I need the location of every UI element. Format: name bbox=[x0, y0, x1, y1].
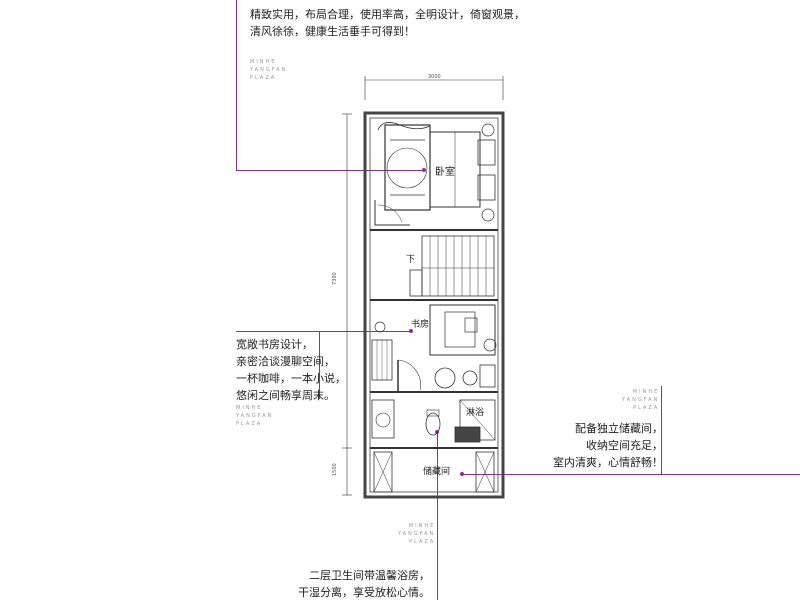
room-bedroom: 卧室 bbox=[435, 165, 455, 178]
callout-storage: 配备独立储藏间， 收纳空间充足， 室内清爽，心情舒畅！ bbox=[553, 420, 663, 471]
brand-line3: PLAZA bbox=[250, 75, 277, 81]
callout-storage-line3: 室内清爽，心情舒畅！ bbox=[553, 456, 663, 469]
callout-bath: 二层卫生间带温馨浴房， 干湿分离，享受放松心情。 bbox=[298, 567, 430, 601]
callout-study-line3: 一杯咖啡，一本小说， bbox=[236, 372, 346, 385]
brand-line2: YANGFAN bbox=[236, 413, 274, 419]
callout-top-line2: 清风徐徐，健康生活垂手可得到！ bbox=[250, 25, 415, 38]
callout-study: 宽敞书房设计， 亲密洽谈漫聊空间， 一杯咖啡，一本小说， 悠闲之间畅享周末。 bbox=[236, 336, 346, 404]
brand-line3: PLAZA bbox=[409, 539, 436, 545]
brand-line2: YANGFAN bbox=[622, 397, 660, 403]
callout-line-storage-v bbox=[661, 386, 662, 475]
callout-dot-bath bbox=[435, 430, 439, 434]
callout-top: 精致实用，布局合理，使用率高，全明设计，倚窗观景， 清风徐徐，健康生活垂手可得到… bbox=[250, 6, 525, 40]
brand-mark-bath: MINHE YANGFAN PLAZA bbox=[398, 522, 435, 546]
callout-bath-line1: 二层卫生间带温馨浴房， bbox=[309, 569, 430, 582]
brand-line3: PLAZA bbox=[236, 421, 263, 427]
callout-dot-storage bbox=[460, 472, 464, 476]
brand-line1: MINHE bbox=[236, 405, 263, 411]
dim-bottom: 1500 bbox=[332, 463, 338, 476]
room-shower: 淋浴 bbox=[466, 406, 484, 418]
dim-width: 3000 bbox=[428, 74, 441, 80]
room-study: 书房 bbox=[411, 318, 429, 330]
dim-height: 7300 bbox=[332, 272, 338, 285]
callout-dot-study bbox=[409, 329, 413, 333]
callout-study-line2: 亲密洽谈漫聊空间， bbox=[236, 355, 335, 368]
callout-study-line4: 悠闲之间畅享周末。 bbox=[236, 389, 335, 402]
callout-storage-line2: 收纳空间充足， bbox=[586, 439, 663, 452]
brand-line1: MINHE bbox=[632, 389, 660, 395]
callout-dot-top bbox=[422, 168, 426, 172]
room-storage: 储藏间 bbox=[423, 465, 450, 477]
brand-mark-storage: MINHE YANGFAN PLAZA bbox=[622, 388, 659, 412]
callout-line-bath-v bbox=[437, 432, 438, 600]
callout-line-storage-h bbox=[462, 474, 800, 475]
callout-line-study-h bbox=[236, 331, 411, 332]
brand-mark-top: MINHE YANGFAN PLAZA bbox=[250, 58, 287, 82]
brand-line2: YANGFAN bbox=[250, 67, 288, 73]
brand-line2: YANGFAN bbox=[398, 531, 436, 537]
room-down: 下 bbox=[406, 255, 415, 265]
brand-line1: MINHE bbox=[250, 59, 277, 65]
brand-line1: MINHE bbox=[408, 523, 436, 529]
callout-study-line1: 宽敞书房设计， bbox=[236, 338, 313, 351]
callout-bath-line2: 干湿分离，享受放松心情。 bbox=[298, 586, 430, 599]
callout-line-top bbox=[236, 0, 237, 170]
callout-storage-line1: 配备独立储藏间， bbox=[575, 422, 663, 435]
callout-top-line1: 精致实用，布局合理，使用率高，全明设计，倚窗观景， bbox=[250, 8, 525, 21]
brand-line3: PLAZA bbox=[633, 405, 660, 411]
callout-line-study-v bbox=[319, 331, 320, 399]
brand-mark-study: MINHE YANGFAN PLAZA bbox=[236, 404, 273, 428]
callout-line-top-h bbox=[236, 170, 424, 171]
